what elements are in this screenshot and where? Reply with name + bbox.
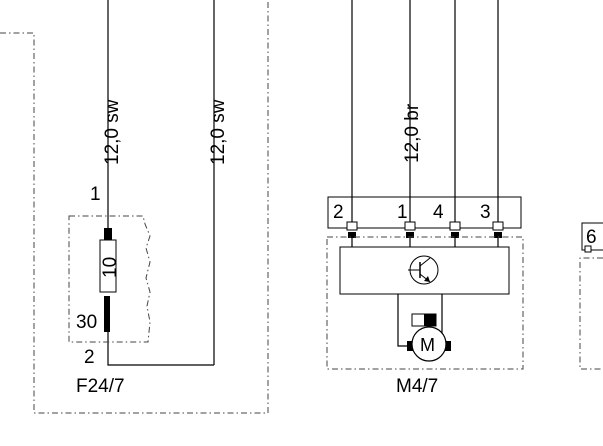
fuse-label-30: 30 [76,312,97,333]
wire-1-label: 12,0 sw [102,99,123,165]
fuse-pin-bottom: 2 [84,347,95,368]
fuse-element-bottom [104,296,110,332]
motor-housing [326,236,524,370]
pin-box-2 [346,221,358,231]
right-pin-box [584,245,592,253]
fuse-return-wire [107,332,214,366]
pin-stub-1 [406,232,414,238]
right-connector [581,222,603,251]
transistor-icon [408,255,439,285]
motor-pin-2: 2 [333,202,344,223]
fuse-designator: F24/7 [76,376,125,397]
right-pin-label: 6 [586,227,597,248]
fuse-body [99,239,117,293]
wire-3-label: 12,0 br [402,103,423,163]
wire-2-label: 12,0 sw [208,99,229,165]
pin-box-1 [404,221,416,231]
fuse-rating: 10 [100,257,121,278]
pin-box-3 [492,221,504,231]
motor-feed-left [397,294,410,347]
motor-icon [407,326,451,362]
fuse-element [104,228,112,246]
motor-pin-4: 4 [433,202,444,223]
motor-switch-icon [411,313,437,327]
pin-stub-4 [451,232,459,238]
right-housing [579,257,603,370]
pin-box-4 [449,221,461,231]
pin-stub-3 [494,232,502,238]
motor-pin-1: 1 [397,202,408,223]
fuse-housing [68,215,151,343]
motor-designator: M4/7 [396,376,438,397]
motor-symbol: M [420,335,435,355]
motor-pin-3: 3 [480,202,491,223]
motor-connector [327,196,522,229]
fuse-pin-top: 1 [90,184,101,205]
electronics-box [339,246,510,295]
pin-stub-2 [348,232,356,238]
f24-outer-border [0,0,269,414]
